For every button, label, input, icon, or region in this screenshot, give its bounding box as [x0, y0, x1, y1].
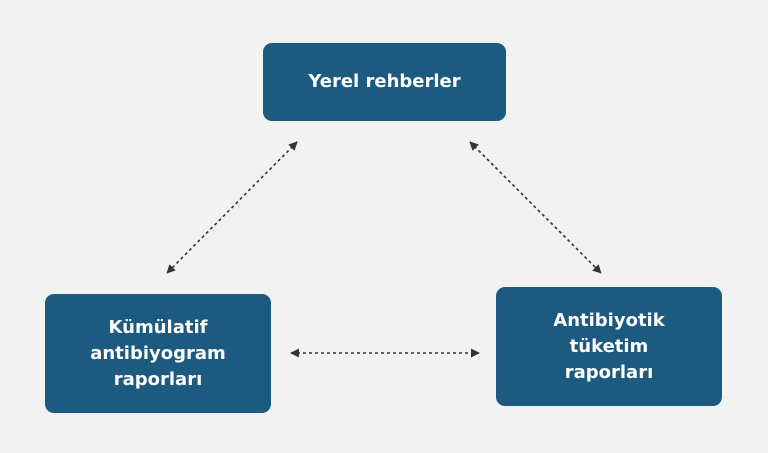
node-label: Kümülatif antibiyogram raporları	[90, 316, 226, 390]
node-label: Yerel rehberler	[308, 71, 461, 92]
edge-top-right	[469, 141, 602, 274]
node-yerel-rehberler: Yerel rehberler	[263, 43, 506, 121]
node-kumulatif-antibiyogram-raporlari: Kümülatif antibiyogram raporları	[45, 294, 271, 413]
node-antibiyotik-tuketim-raporlari: Antibiyotik tüketim raporları	[496, 287, 722, 406]
edge-top-left	[166, 141, 298, 274]
node-label: Antibiyotik tüketim raporları	[553, 309, 665, 383]
